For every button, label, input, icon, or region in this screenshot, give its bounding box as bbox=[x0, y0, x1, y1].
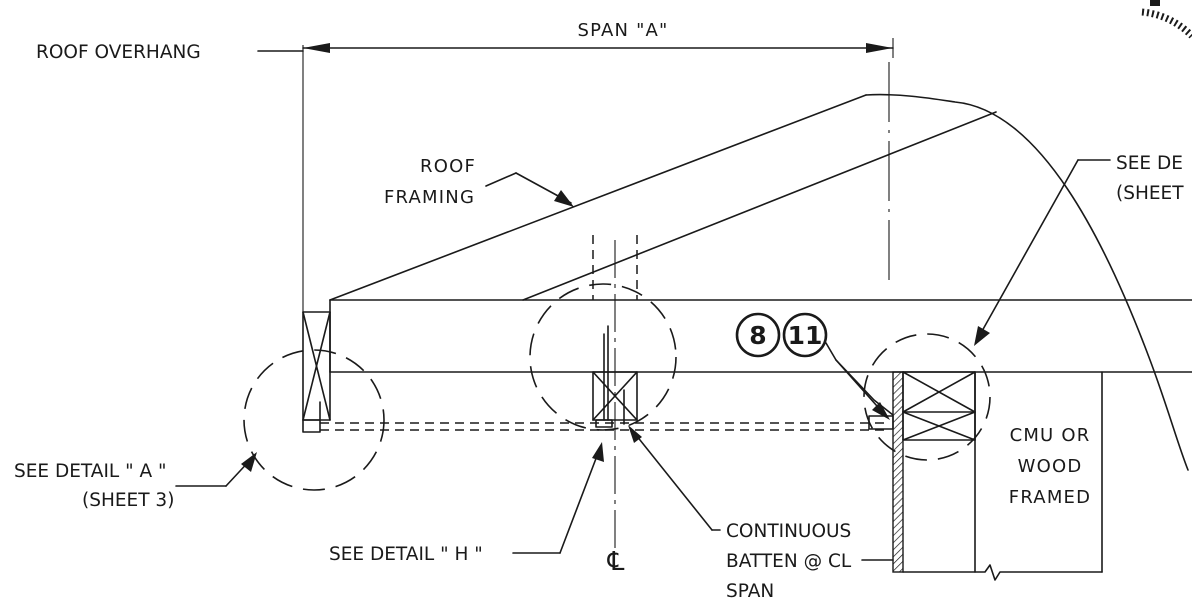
roof-upper-line bbox=[329, 94, 867, 301]
roof-framing: ROOF FRAMING bbox=[329, 93, 1189, 471]
right-wall bbox=[868, 371, 1103, 581]
span-arrow-left bbox=[303, 43, 330, 53]
see-detail-h-callout: SEE DETAIL " H " bbox=[329, 442, 604, 565]
soffit-lines bbox=[320, 422, 884, 431]
cmu-label-2: WOOD bbox=[1018, 456, 1083, 477]
see-detail-h-arrow bbox=[592, 442, 604, 462]
roof-framing-arrow bbox=[554, 190, 574, 207]
callout-arrow bbox=[872, 402, 890, 420]
see-detail-right-label-1: SEE DE bbox=[1116, 153, 1183, 174]
detail-circle-a bbox=[243, 349, 385, 491]
continuous-batten-label-3: SPAN bbox=[726, 581, 774, 602]
centerline-batten bbox=[592, 235, 638, 555]
continuous-batten-label-1: CONTINUOUS bbox=[726, 521, 851, 542]
see-detail-h-label: SEE DETAIL " H " bbox=[329, 544, 483, 565]
detail-circle-h bbox=[529, 283, 677, 431]
callout-11-text: 11 bbox=[788, 321, 823, 350]
centerline-symbol: ℄ bbox=[607, 547, 625, 577]
callout-11-circle bbox=[782, 312, 828, 358]
see-detail-right-label-2: (SHEET bbox=[1116, 183, 1184, 204]
see-detail-a-label-2: (SHEET 3) bbox=[82, 490, 174, 511]
span-dimension: SPAN "A" bbox=[302, 20, 894, 312]
callout-bubbles: 8 11 bbox=[735, 312, 894, 420]
continuous-batten-callout: CONTINUOUS BATTEN @ CL SPAN bbox=[628, 425, 894, 602]
roof-curve bbox=[865, 93, 1189, 471]
see-detail-a-callout: SEE DETAIL " A " (SHEET 3) bbox=[14, 452, 257, 511]
roof-lower-line bbox=[522, 111, 997, 301]
see-detail-right-callout: SEE DE (SHEET bbox=[974, 153, 1184, 346]
see-detail-right-arrow bbox=[974, 326, 990, 346]
cmu-label-3: FRAMED bbox=[1009, 487, 1091, 508]
see-detail-a-label-1: SEE DETAIL " A " bbox=[14, 461, 167, 482]
see-detail-a-arrow bbox=[241, 452, 257, 472]
roof-overhang-callout: ROOF OVERHANG bbox=[36, 42, 304, 63]
continuous-batten-arrow bbox=[628, 425, 642, 443]
roof-framing-label-2: FRAMING bbox=[384, 187, 475, 208]
span-arrow-right bbox=[866, 43, 893, 53]
left-fascia bbox=[302, 311, 331, 433]
callout-8-circle bbox=[735, 312, 781, 358]
cmu-label-1: CMU OR bbox=[1010, 425, 1091, 446]
roof-overhang-label: ROOF OVERHANG bbox=[36, 42, 201, 63]
corner-mark bbox=[1141, 0, 1192, 39]
detail-circle-right bbox=[863, 333, 991, 461]
cmu-label-group: CMU OR WOOD FRAMED bbox=[1009, 425, 1091, 508]
wall-sheathing bbox=[892, 371, 904, 573]
callout-8-text: 8 bbox=[749, 321, 766, 350]
span-label: SPAN "A" bbox=[577, 20, 668, 41]
continuous-batten-label-2: BATTEN @ CL bbox=[726, 551, 852, 572]
roof-framing-label-1: ROOF bbox=[420, 156, 476, 177]
